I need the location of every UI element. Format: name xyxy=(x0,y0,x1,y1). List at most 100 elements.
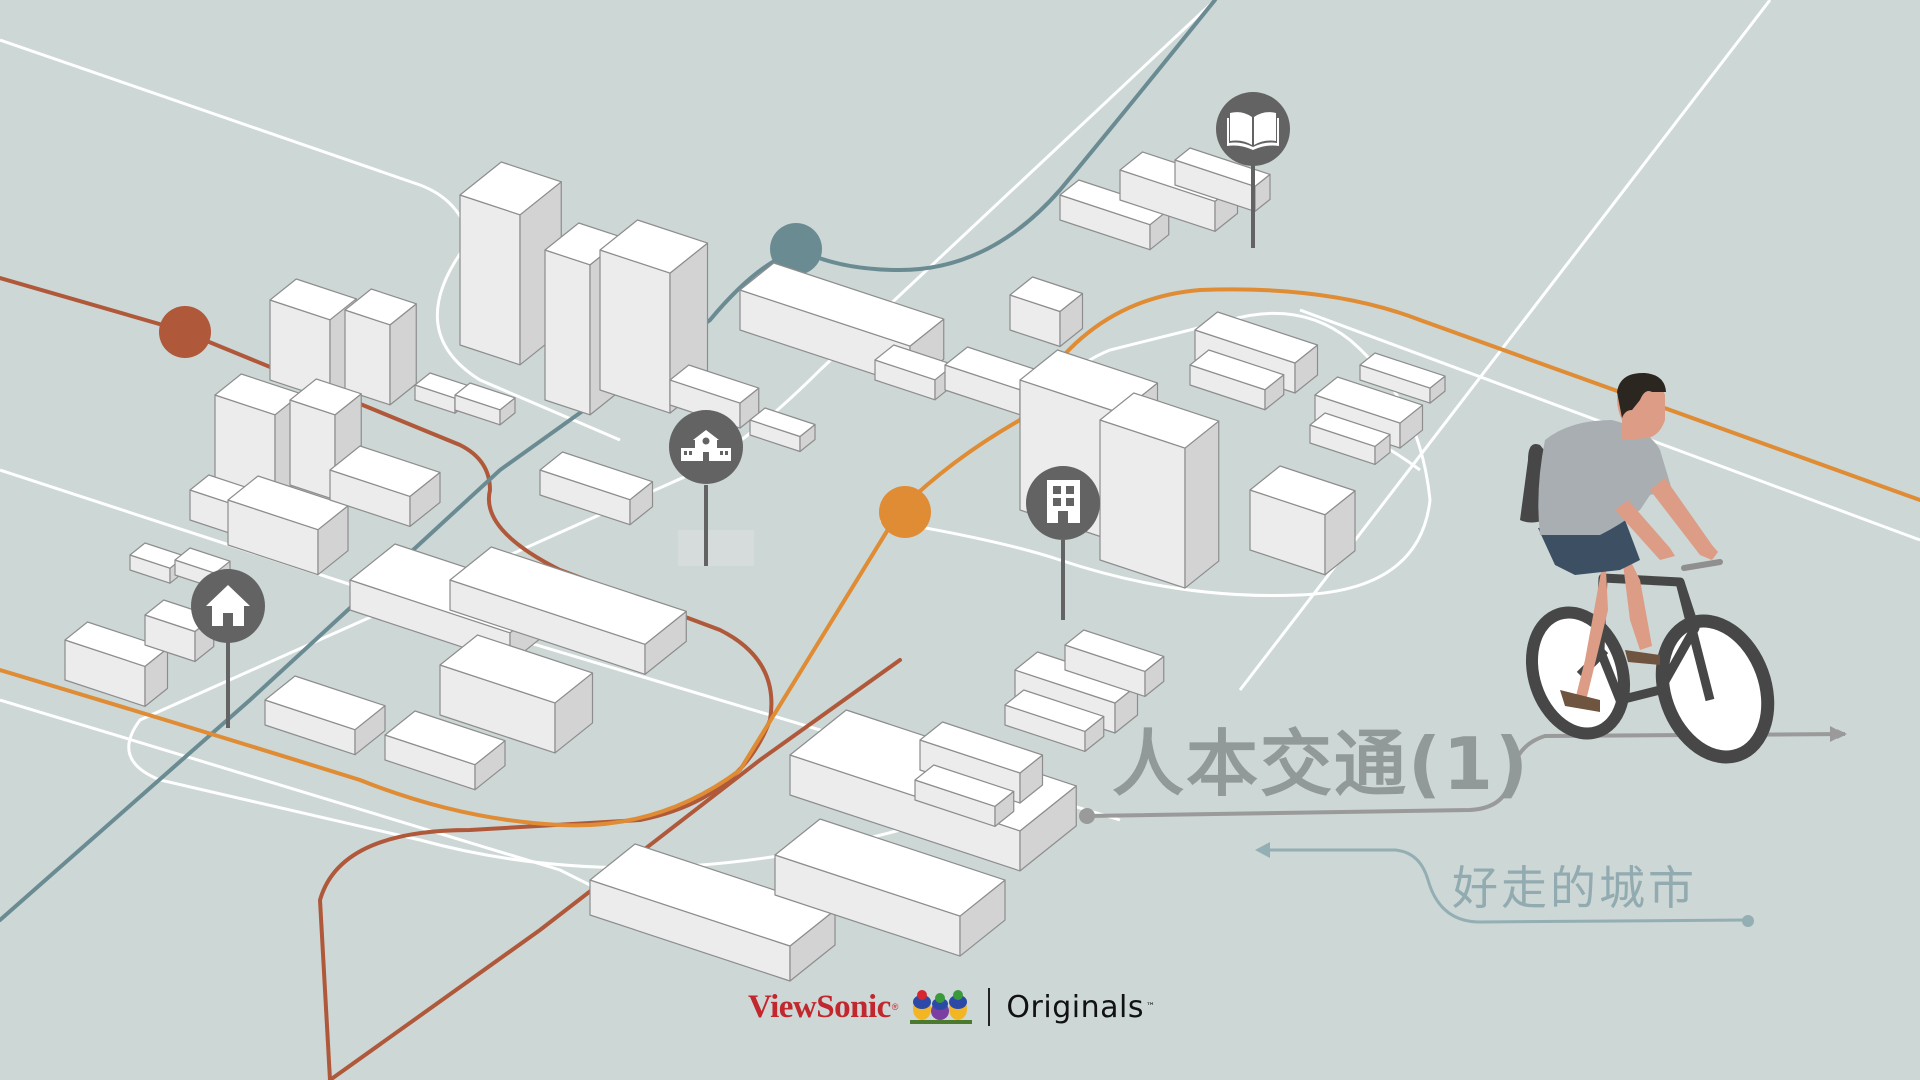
building-face xyxy=(1009,276,1084,313)
building-face xyxy=(914,764,1015,808)
road xyxy=(1238,0,1772,691)
red-line xyxy=(0,276,774,1080)
building xyxy=(914,764,1015,828)
road xyxy=(879,311,1432,598)
building-face xyxy=(1184,420,1220,589)
school-icon xyxy=(681,430,731,461)
building-face xyxy=(1099,392,1220,449)
buildings xyxy=(64,147,1446,982)
building-face xyxy=(1099,419,1186,589)
building xyxy=(459,161,562,366)
subtitle-path-end xyxy=(1742,915,1754,927)
birds-logo-icon xyxy=(910,990,973,1024)
orange-line xyxy=(0,287,1920,828)
registered-mark: ® xyxy=(891,1002,899,1012)
orange-line-stop xyxy=(879,486,931,538)
pin-office[interactable] xyxy=(1026,466,1100,620)
red-line-stop xyxy=(159,306,211,358)
building xyxy=(1099,392,1220,589)
building-face xyxy=(289,378,362,416)
building-face xyxy=(1314,376,1424,424)
building-face xyxy=(1359,352,1446,389)
building xyxy=(1359,352,1446,404)
building xyxy=(1009,276,1084,348)
title-path xyxy=(1079,729,1847,824)
building xyxy=(269,278,357,401)
cyclist-illustration xyxy=(1520,372,1845,764)
house-icon xyxy=(206,585,250,626)
building-face xyxy=(449,546,687,645)
building xyxy=(539,451,654,526)
building-face xyxy=(174,547,231,574)
building-face xyxy=(384,710,506,766)
open-book-icon xyxy=(1227,112,1279,150)
building xyxy=(749,407,816,453)
building-face xyxy=(539,451,654,501)
building xyxy=(214,373,302,501)
building-face xyxy=(544,249,591,416)
building xyxy=(1174,147,1271,212)
pin-school[interactable] xyxy=(669,410,754,566)
building xyxy=(1309,412,1391,466)
building xyxy=(329,445,441,528)
building-face xyxy=(669,364,760,404)
building-face xyxy=(439,634,594,704)
building xyxy=(344,288,417,406)
building xyxy=(454,382,516,426)
building-face xyxy=(1194,311,1319,364)
building xyxy=(449,546,687,675)
building-face xyxy=(749,407,816,438)
page-title: 人本交通(1) xyxy=(1112,722,1530,806)
building xyxy=(774,818,1006,957)
building-face xyxy=(269,278,357,321)
building xyxy=(384,710,506,791)
building xyxy=(1004,689,1105,753)
building-face xyxy=(1189,349,1285,391)
brand-name: ViewSonic xyxy=(748,988,891,1025)
pin-library[interactable] xyxy=(1216,92,1290,248)
trademark: ™ xyxy=(1145,1002,1155,1012)
building xyxy=(1189,349,1285,411)
blue-line xyxy=(0,0,1217,922)
building-face xyxy=(1249,465,1356,516)
building xyxy=(264,675,386,756)
building-face xyxy=(329,445,441,497)
building-face xyxy=(1019,349,1159,414)
blue-line-stop xyxy=(770,223,822,275)
building xyxy=(289,378,362,501)
office-building-icon xyxy=(1047,480,1080,523)
building xyxy=(1064,629,1165,698)
building-face xyxy=(599,219,709,274)
left-arrow-icon xyxy=(1255,842,1270,858)
building-face xyxy=(1174,147,1271,187)
building xyxy=(589,843,836,982)
building-face xyxy=(459,161,562,216)
building-face xyxy=(344,288,417,326)
building-face xyxy=(1064,629,1165,673)
building-face xyxy=(289,399,336,501)
building-face xyxy=(459,194,521,366)
subtitle-path xyxy=(1270,848,1749,924)
building xyxy=(1059,179,1170,251)
building-face xyxy=(774,818,1006,917)
building-face xyxy=(1309,412,1391,448)
building-face xyxy=(1004,689,1105,733)
page-subtitle: 好走的城市 xyxy=(1452,861,1697,915)
building-face xyxy=(919,721,1044,774)
pin-home[interactable] xyxy=(191,569,265,728)
series-name: Originals xyxy=(1006,989,1144,1025)
building xyxy=(227,475,349,576)
building xyxy=(739,262,945,387)
building xyxy=(1249,465,1356,576)
building-face xyxy=(599,249,671,414)
road xyxy=(0,38,621,442)
red-line-lower xyxy=(328,658,902,1080)
building-face xyxy=(264,675,386,731)
logo-divider xyxy=(988,988,991,1026)
building xyxy=(439,634,594,754)
building-face xyxy=(454,382,516,411)
